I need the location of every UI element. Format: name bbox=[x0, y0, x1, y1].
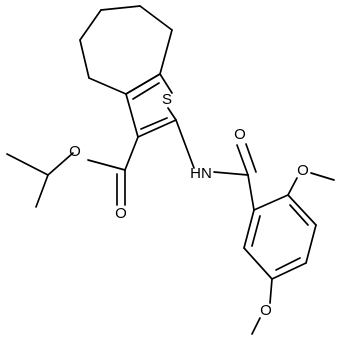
bond bbox=[213, 171, 249, 176]
aromatic-inner bbox=[251, 215, 261, 247]
ester-carbonyl-oxygen-label: O bbox=[115, 205, 127, 222]
bond bbox=[287, 194, 317, 226]
bond bbox=[167, 107, 177, 121]
double-bond-inner bbox=[245, 143, 257, 173]
ortho-methoxy-oxygen-label: O bbox=[297, 162, 309, 179]
double-bond bbox=[236, 144, 249, 176]
bond bbox=[305, 224, 317, 264]
bond bbox=[79, 9, 102, 41]
sulfur-label: S bbox=[162, 91, 172, 108]
bond bbox=[310, 172, 335, 181]
thiophene-ring bbox=[125, 73, 177, 138]
bond bbox=[88, 77, 127, 95]
aromatic-inner bbox=[275, 257, 301, 271]
double-bond-inner bbox=[132, 82, 160, 100]
double-bond bbox=[137, 119, 177, 138]
bond bbox=[247, 174, 255, 211]
bond bbox=[269, 278, 273, 304]
bond bbox=[243, 247, 273, 280]
amide-linkage bbox=[175, 119, 257, 176]
bond bbox=[125, 93, 139, 138]
dimethoxybenzene-ring bbox=[243, 174, 317, 280]
bond bbox=[159, 73, 173, 94]
bond bbox=[47, 152, 74, 176]
bond bbox=[6, 153, 49, 176]
bond bbox=[35, 174, 49, 208]
aromatic-inner bbox=[289, 204, 309, 226]
amide-oxygen-label: O bbox=[234, 126, 246, 143]
atom-labels: S O O HN O O O bbox=[69, 91, 309, 319]
bond bbox=[139, 5, 173, 31]
bond bbox=[159, 29, 173, 75]
double-bond bbox=[125, 73, 161, 95]
methoxy-groups bbox=[251, 172, 335, 335]
para-methoxy-oxygen-label: O bbox=[260, 302, 272, 319]
bond bbox=[271, 262, 307, 280]
bond bbox=[251, 317, 261, 335]
bond bbox=[175, 119, 195, 169]
ester-oxygen-label: O bbox=[69, 143, 81, 160]
double-bond-inner bbox=[140, 117, 168, 130]
bond bbox=[287, 177, 298, 196]
bond bbox=[100, 5, 141, 11]
bond bbox=[87, 159, 126, 171]
cycloheptane-ring bbox=[79, 5, 173, 95]
isopropyl-ester-group bbox=[6, 136, 139, 208]
bond bbox=[243, 209, 255, 249]
bond bbox=[79, 39, 90, 79]
amide-nh-label: HN bbox=[190, 165, 212, 182]
bond bbox=[124, 136, 139, 171]
bond bbox=[253, 194, 289, 211]
